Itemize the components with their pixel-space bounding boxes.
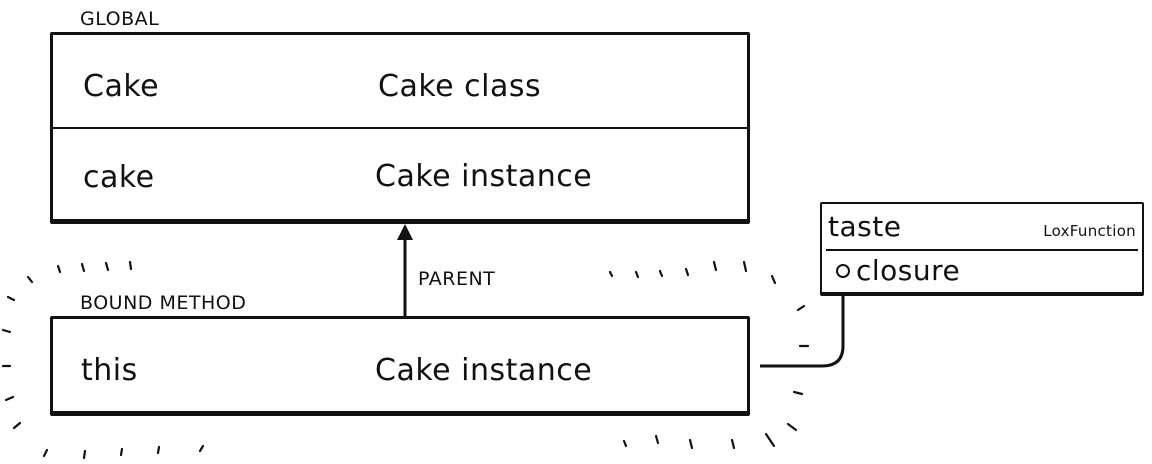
global-environment-box: Cake Cake class cake Cake instance (50, 32, 750, 224)
bound-method-label: BOUND METHOD (80, 292, 247, 314)
parent-label: PARENT (418, 268, 496, 290)
global-row-1-value: Cake class (378, 69, 542, 104)
closure-port-icon (836, 264, 850, 278)
bound-method-box: this Cake instance (50, 316, 750, 416)
global-row-divider (53, 127, 747, 129)
parent-arrow (397, 224, 413, 318)
global-row-2-name: cake (83, 160, 155, 195)
global-row-1-name: Cake (83, 69, 160, 104)
function-name: taste (828, 210, 902, 243)
global-label: GLOBAL (80, 8, 160, 30)
function-divider (826, 249, 1138, 251)
function-type: LoxFunction (1043, 222, 1136, 240)
bound-method-row-value: Cake instance (375, 353, 593, 388)
bound-method-row-name: this (81, 353, 138, 388)
lox-function-box: taste LoxFunction closure (820, 202, 1144, 296)
function-field: closure (856, 254, 961, 287)
global-row-2-value: Cake instance (375, 159, 593, 194)
